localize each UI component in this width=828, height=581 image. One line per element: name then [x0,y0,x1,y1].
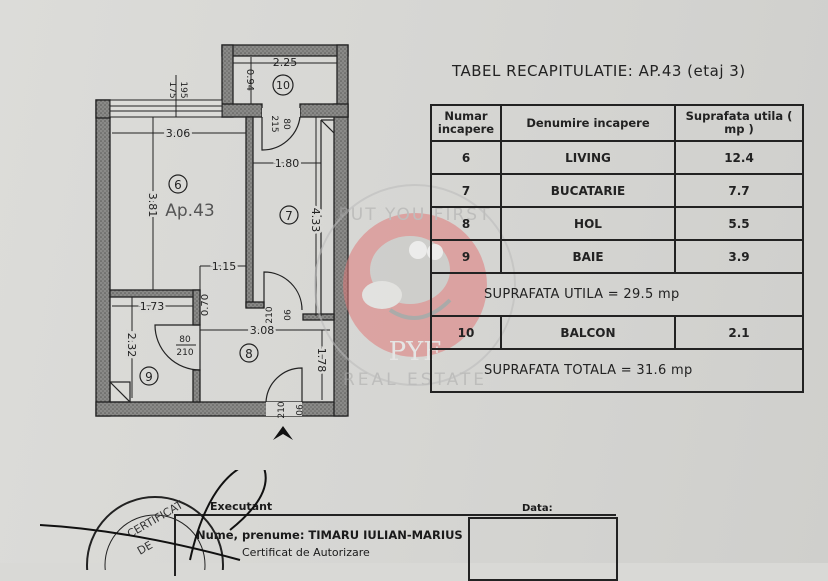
grand-total-row: SUPRAFATA TOTALA = 31.6 mp [430,348,804,393]
grand-total: SUPRAFATA TOTALA = 31.6 mp [430,348,804,393]
table-row: 8 HOL 5.5 [430,206,804,241]
svg-text:3.08: 3.08 [250,324,275,337]
date-label: Data: [522,503,553,514]
room-area: 3.9 [674,239,804,274]
svg-text:90: 90 [293,404,303,416]
svg-text:6: 6 [174,178,182,192]
table-row: 6 LIVING 12.4 [430,140,804,175]
svg-text:80: 80 [179,335,191,345]
svg-text:Ap.43: Ap.43 [165,201,214,221]
svg-text:2.25: 2.25 [273,56,298,69]
svg-text:175: 175 [167,81,177,98]
svg-text:195: 195 [178,81,188,98]
room-name: HOL [500,206,676,241]
table-row: 9 BAIE 3.9 [430,239,804,274]
room-name: LIVING [500,140,676,175]
room-area: 2.1 [674,315,804,350]
svg-text:8: 8 [245,347,253,361]
svg-text:3.81: 3.81 [146,193,159,218]
table-title: TABEL RECAPITULATIE: AP.43 (etaj 3) [452,62,746,80]
room-name: BAIE [500,239,676,274]
svg-text:1.73: 1.73 [140,300,165,313]
svg-text:7: 7 [285,209,293,223]
room-name: BALCON [500,315,676,350]
svg-text:3.06: 3.06 [166,127,191,140]
header-room-name: Denumire incapere [500,104,676,142]
svg-text:0.94: 0.94 [244,69,255,91]
summary-table: Numar incapere Denumire incapere Suprafa… [430,104,804,393]
svg-text:4.33: 4.33 [309,208,322,233]
svg-text:210: 210 [265,306,275,323]
header-room-area: Suprafata utila ( mp ) [674,104,804,142]
svg-text:210: 210 [277,401,287,418]
room-number: 9 [430,239,502,274]
room-area: 12.4 [674,140,804,175]
room-area: 7.7 [674,173,804,208]
table-header-row: Numar incapere Denumire incapere Suprafa… [430,104,804,142]
svg-text:10: 10 [276,79,290,92]
svg-text:9: 9 [145,370,153,384]
room-area: 5.5 [674,206,804,241]
svg-text:90: 90 [281,309,291,321]
svg-text:2.32: 2.32 [125,333,138,358]
room-number: 6 [430,140,502,175]
room-name: BUCATARIE [500,173,676,208]
svg-text:215: 215 [269,115,279,132]
svg-text:0.70: 0.70 [200,294,211,316]
executant-label: Executant [210,500,273,513]
room-number: 10 [430,315,502,350]
svg-text:210: 210 [176,348,193,358]
entry-arrow-icon [273,426,293,440]
header-room-number: Numar incapere [430,104,502,142]
svg-text:1.80: 1.80 [275,157,300,170]
room-number: 8 [430,206,502,241]
executant-name: Nume, prenume: TIMARU IULIAN-MARIUS [196,528,463,542]
balcony-row: 10 BALCON 2.1 [430,315,804,350]
svg-text:80: 80 [281,118,291,130]
useful-area-total-row: SUPRAFATA UTILA = 29.5 mp [430,272,804,317]
room-number: 7 [430,173,502,208]
date-box [468,517,618,581]
certificate-label: Certificat de Autorizare [242,546,370,559]
svg-text:1.78: 1.78 [315,348,328,373]
useful-area-total: SUPRAFATA UTILA = 29.5 mp [430,272,804,317]
svg-text:1.15: 1.15 [212,260,237,273]
table-row: 7 BUCATARIE 7.7 [430,173,804,208]
